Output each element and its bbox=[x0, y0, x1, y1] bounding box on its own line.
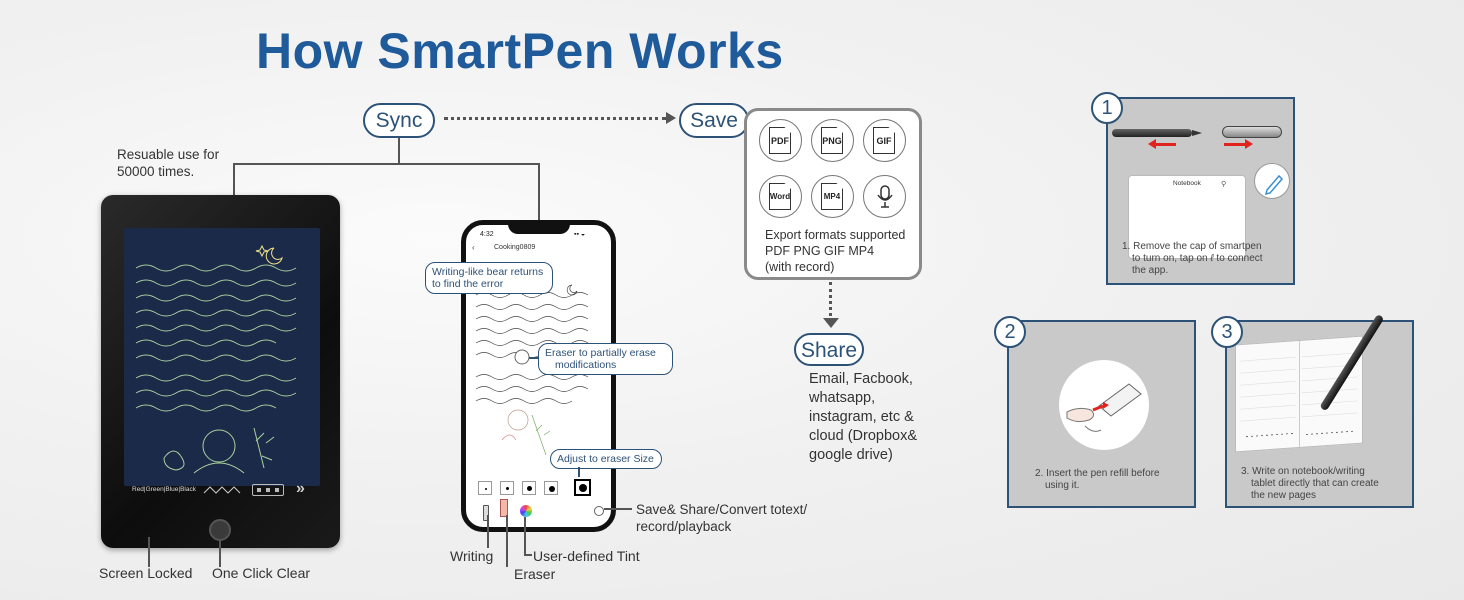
next-chevron-icon: » bbox=[296, 480, 305, 497]
open-notebook bbox=[1235, 335, 1363, 453]
reusable-label: Resuable use for 50000 times. bbox=[117, 147, 220, 179]
png-file-icon: PNG bbox=[821, 127, 843, 154]
eraser-tool-icon[interactable] bbox=[500, 499, 508, 517]
gif-file-icon: GIF bbox=[873, 127, 895, 154]
pdf-file-icon: PDF bbox=[769, 127, 791, 154]
connector-line bbox=[233, 163, 235, 196]
sync-pill: Sync bbox=[363, 103, 435, 138]
arrow-left-head bbox=[1148, 139, 1156, 149]
arrow-left-icon bbox=[1154, 143, 1176, 146]
connector-line bbox=[506, 515, 508, 567]
connector-line bbox=[538, 163, 540, 221]
connector-line bbox=[148, 537, 150, 567]
share-pill: Share bbox=[794, 333, 864, 366]
pdf-format: PDF bbox=[759, 119, 802, 162]
arrow-down-icon bbox=[823, 318, 839, 328]
color-options: Red|Green|Blue|Black bbox=[132, 486, 196, 493]
more-options-icon[interactable] bbox=[594, 506, 604, 516]
pen-tool-icon[interactable] bbox=[483, 505, 489, 521]
connector-line bbox=[578, 467, 580, 477]
record-format bbox=[863, 175, 906, 218]
status-time: 4:32 bbox=[480, 231, 494, 238]
stop-icon bbox=[257, 488, 261, 492]
arrow-right-icon bbox=[666, 112, 676, 124]
color-wheel-icon[interactable] bbox=[520, 505, 532, 517]
share-destinations: Email, Facbook, whatsapp, instagram, etc… bbox=[809, 371, 917, 463]
step-3-number: 3 bbox=[1211, 316, 1243, 348]
app-notebook-title: Notebook bbox=[1173, 180, 1201, 187]
pen-cap bbox=[1222, 126, 1282, 138]
step-1-number: 1 bbox=[1091, 92, 1123, 124]
play-icon bbox=[266, 488, 270, 492]
save-pill: Save bbox=[679, 103, 749, 138]
wave-icon bbox=[203, 486, 241, 494]
connector-line bbox=[604, 508, 632, 510]
connector-line bbox=[529, 357, 539, 359]
arrow-right-head bbox=[1245, 139, 1253, 149]
tint-label: User-defined Tint bbox=[533, 548, 640, 564]
microphone-icon bbox=[877, 185, 893, 208]
step-2-caption: 2. Insert the pen refill before using it… bbox=[1035, 468, 1160, 491]
page-title: How SmartPen Works bbox=[256, 23, 784, 79]
arrow-right-icon bbox=[1224, 143, 1246, 146]
notebook-name: Cooking0809 bbox=[494, 244, 536, 251]
pen-icon bbox=[1264, 174, 1284, 196]
callout-eraser-size: Adjust to eraser Size bbox=[550, 449, 662, 469]
playback-controls[interactable] bbox=[252, 484, 284, 496]
png-format: PNG bbox=[811, 119, 854, 162]
size-option[interactable] bbox=[500, 481, 514, 495]
connector-line bbox=[487, 515, 489, 548]
export-caption: Export formats supported PDF PNG GIF MP4… bbox=[765, 228, 906, 274]
step-3-panel: 3. Write on notebook/writing tablet dire… bbox=[1225, 313, 1414, 508]
size-option-selected[interactable] bbox=[574, 479, 591, 496]
refill-illustration bbox=[1066, 383, 1142, 432]
callout-bear-returns: Writing-like bear returns to find the er… bbox=[425, 262, 553, 294]
connector-line bbox=[398, 138, 400, 164]
connect-pen-icon[interactable] bbox=[1254, 163, 1290, 199]
connector-line bbox=[219, 541, 221, 567]
step-2-panel: 2. Insert the pen refill before using it… bbox=[1007, 320, 1196, 508]
mp4-format: MP4 bbox=[811, 175, 854, 218]
word-file-icon: Word bbox=[769, 183, 791, 210]
mp4-file-icon: MP4 bbox=[821, 183, 843, 210]
phone-notch bbox=[508, 220, 570, 234]
step-1-panel: Notebook ⚲ 1. Remove the cap of smartpen… bbox=[1106, 97, 1295, 285]
gif-format: GIF bbox=[863, 119, 906, 162]
save-share-dotted-line bbox=[829, 282, 832, 316]
pen-glyph-icon: ℓ bbox=[1210, 253, 1214, 264]
pen-tip bbox=[1192, 130, 1202, 136]
writing-label: Writing bbox=[450, 548, 494, 564]
status-icons: ▪▪ ◒ bbox=[574, 231, 586, 238]
tablet-screen bbox=[124, 228, 320, 486]
word-format: Word bbox=[759, 175, 802, 218]
step-3-caption: 3. Write on notebook/writing tablet dire… bbox=[1241, 466, 1379, 501]
back-icon[interactable]: ‹ bbox=[472, 243, 475, 252]
connector-line bbox=[233, 163, 540, 165]
connector-line bbox=[524, 517, 526, 554]
screen-locked-label: Screen Locked bbox=[99, 565, 193, 581]
step-2-number: 2 bbox=[994, 316, 1026, 348]
search-icon: ⚲ bbox=[1221, 181, 1227, 188]
export-formats-box: PDF PNG GIF Word MP4 Export formats supp… bbox=[744, 108, 922, 280]
pen-body bbox=[1112, 129, 1192, 137]
step-1-caption: 1. Remove the cap of smartpen to turn on… bbox=[1122, 241, 1263, 276]
pause-icon bbox=[275, 488, 279, 492]
save-share-label: Save& Share/Convert totext/ record/playb… bbox=[636, 502, 808, 534]
tablet-control-bar: Red|Green|Blue|Black » bbox=[124, 478, 320, 504]
handwriting-illustration bbox=[135, 244, 297, 474]
app-screen: Notebook ⚲ bbox=[1128, 175, 1246, 259]
size-option[interactable] bbox=[522, 481, 536, 495]
one-click-clear-button[interactable] bbox=[209, 519, 231, 541]
connector-line bbox=[524, 554, 532, 556]
eraser-label: Eraser bbox=[514, 566, 556, 582]
callout-partial-eraser: Eraser to partially erase modifications bbox=[538, 343, 673, 375]
sync-save-dotted-line bbox=[444, 117, 666, 120]
eraser-size-options[interactable] bbox=[476, 479, 601, 497]
size-option[interactable] bbox=[478, 481, 492, 495]
size-option[interactable] bbox=[544, 481, 558, 495]
refill-closeup bbox=[1059, 360, 1149, 450]
one-click-clear-label: One Click Clear bbox=[212, 565, 311, 581]
